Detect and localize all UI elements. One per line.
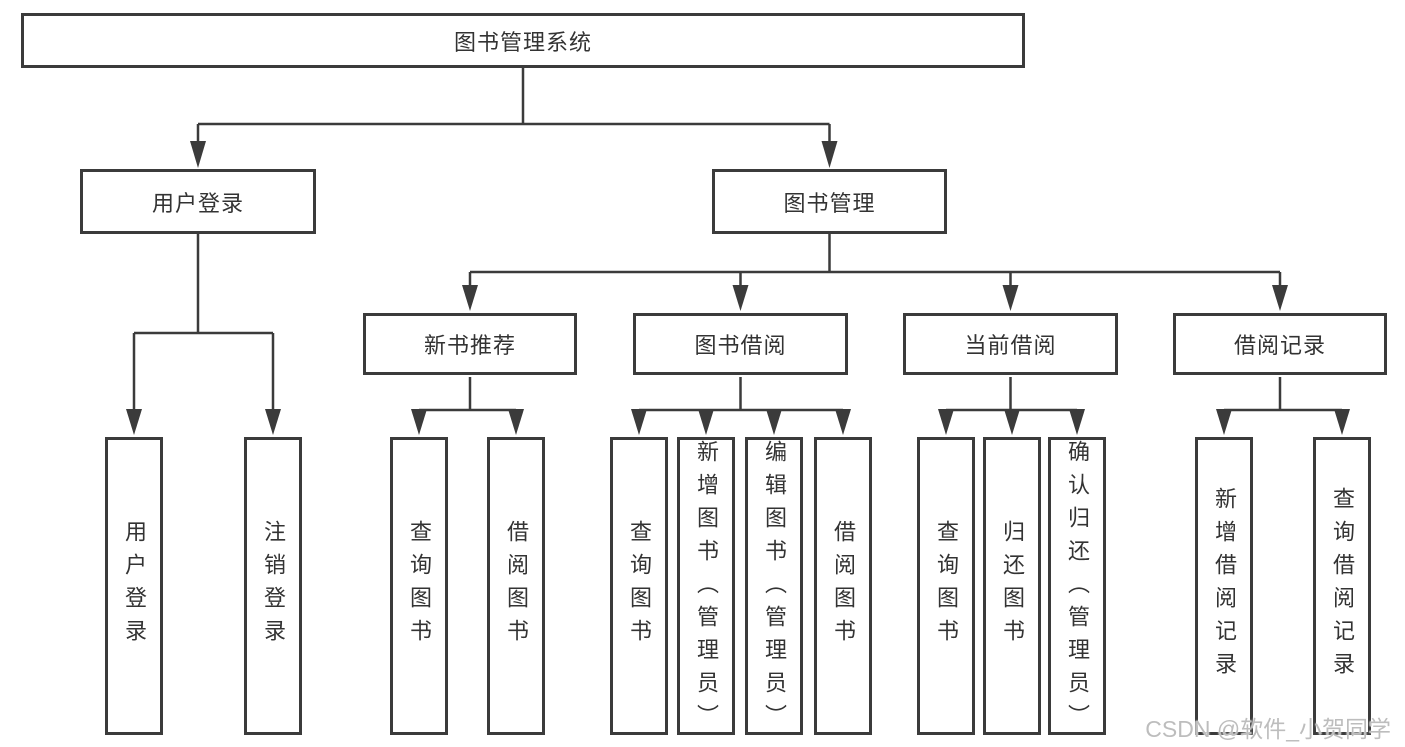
leaf-confirm-return-admin: 确认归还（管理员） bbox=[1048, 437, 1106, 737]
leaf-query-borrow-record: 查询借阅记录 bbox=[1313, 437, 1371, 735]
leaf-add-books-admin-label: 新增图书（管理员） bbox=[694, 440, 719, 737]
node-book-borrowing-label: 图书借阅 bbox=[694, 333, 787, 358]
leaf-user-login-label: 用户登录 bbox=[122, 520, 147, 652]
leaf-query-books-borrowing: 查询图书 bbox=[610, 437, 668, 735]
leaf-query-borrow-record-label: 查询借阅记录 bbox=[1330, 487, 1355, 685]
leaf-add-borrow-record: 新增借阅记录 bbox=[1195, 437, 1253, 735]
node-new-book-recommend-label: 新书推荐 bbox=[423, 333, 516, 358]
leaf-borrow-books-recommend-label: 借阅图书 bbox=[504, 520, 529, 652]
node-book-borrowing: 图书借阅 bbox=[633, 313, 848, 375]
leaf-return-books-label: 归还图书 bbox=[1000, 520, 1025, 652]
leaf-add-borrow-record-label: 新增借阅记录 bbox=[1212, 487, 1237, 685]
leaf-query-books-current-label: 查询图书 bbox=[934, 520, 959, 652]
leaf-query-books-recommend: 查询图书 bbox=[390, 437, 448, 735]
node-root: 图书管理系统 bbox=[21, 13, 1025, 68]
leaf-logout: 注销登录 bbox=[244, 437, 302, 735]
leaf-borrow-books: 借阅图书 bbox=[814, 437, 872, 735]
node-root-label: 图书管理系统 bbox=[453, 29, 592, 55]
leaf-return-books: 归还图书 bbox=[983, 437, 1041, 735]
node-borrow-records: 借阅记录 bbox=[1173, 313, 1387, 375]
leaf-logout-label: 注销登录 bbox=[261, 520, 286, 652]
leaf-edit-books-admin: 编辑图书（管理员） bbox=[745, 437, 803, 737]
leaf-edit-books-admin-label: 编辑图书（管理员） bbox=[762, 440, 787, 737]
node-user-login: 用户登录 bbox=[80, 169, 316, 234]
leaf-query-books-current: 查询图书 bbox=[917, 437, 975, 735]
leaf-add-books-admin: 新增图书（管理员） bbox=[677, 437, 735, 737]
leaf-confirm-return-admin-label: 确认归还（管理员） bbox=[1065, 440, 1090, 737]
node-new-book-recommend: 新书推荐 bbox=[363, 313, 577, 375]
arrowheads bbox=[126, 141, 1350, 435]
node-book-management-label: 图书管理 bbox=[783, 190, 876, 216]
node-book-management: 图书管理 bbox=[712, 169, 947, 234]
leaf-borrow-books-label: 借阅图书 bbox=[831, 520, 856, 652]
leaf-borrow-books-recommend: 借阅图书 bbox=[487, 437, 545, 735]
node-user-login-label: 用户登录 bbox=[151, 190, 244, 216]
node-current-borrowing-label: 当前借阅 bbox=[964, 333, 1057, 358]
node-borrow-records-label: 借阅记录 bbox=[1233, 333, 1326, 358]
leaf-query-books-borrowing-label: 查询图书 bbox=[627, 520, 652, 652]
node-current-borrowing: 当前借阅 bbox=[903, 313, 1118, 375]
leaf-query-books-recommend-label: 查询图书 bbox=[407, 520, 432, 652]
leaf-user-login: 用户登录 bbox=[105, 437, 163, 735]
